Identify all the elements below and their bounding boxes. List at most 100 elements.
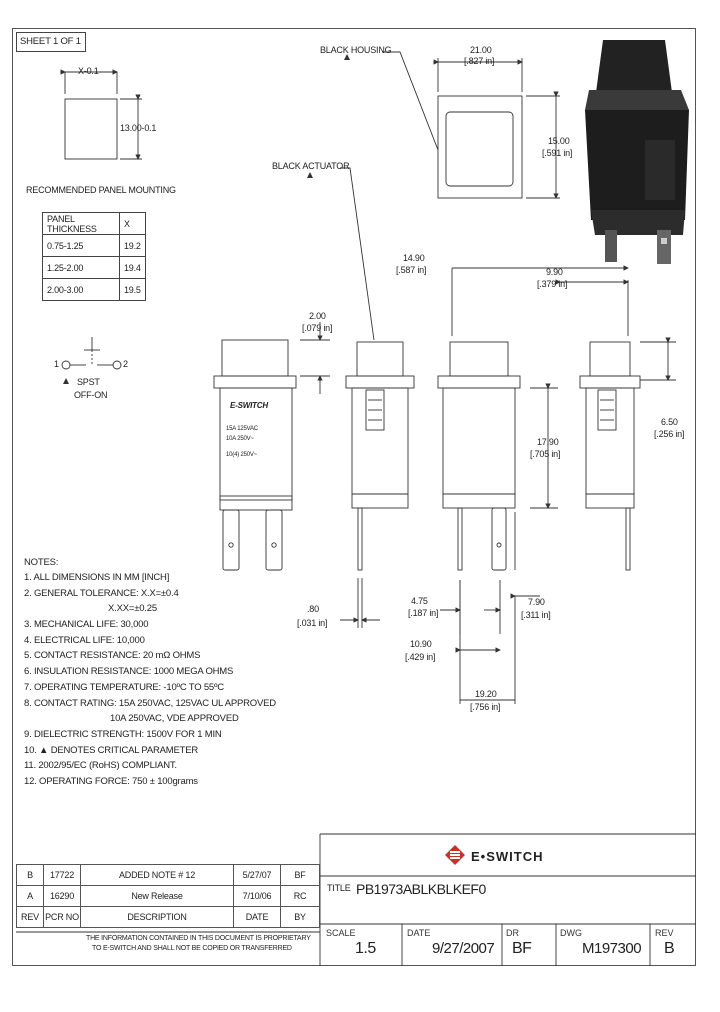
note-item: 11. 2002/95/EC (RoHS) COMPLIANT. (24, 760, 177, 772)
table-cell: 7/10/06 (233, 885, 281, 907)
body-line2: 10A 250V~ (226, 436, 254, 442)
dim-21-in: [.827 in] (464, 56, 495, 66)
scale-label: SCALE (326, 928, 356, 938)
dim-15-in: [.591 in] (542, 148, 573, 158)
drawing-title: PB1973ABLKBLKEF0 (356, 881, 486, 897)
note-item: 12. OPERATING FORCE: 750 ± 100grams (24, 775, 198, 787)
table-cell: 17722 (43, 864, 81, 886)
dwg-value: M197300 (582, 940, 642, 957)
table-row: REV PCR NO DESCRIPTION DATE BY (16, 906, 320, 928)
dim-1920-in: [.756 in] (470, 702, 501, 712)
table-row: 2.00-3.00 19.5 (42, 278, 146, 301)
cutout-width-label: X-0.1 (78, 66, 99, 76)
body-line3: 10(4) 250V~ (226, 452, 257, 458)
table-header: DESCRIPTION (80, 906, 234, 928)
table-row: 0.75-1.25 19.2 (42, 234, 146, 257)
note-item: 6. INSULATION RESISTANCE: 1000 MEGA OHMS (24, 666, 234, 678)
title-label: TITLE (327, 883, 351, 893)
schematic-action: OFF-ON (74, 390, 108, 400)
note-item: 5. CONTACT RESISTANCE: 20 mΩ OHMS (24, 650, 201, 662)
callout-housing: BLACK HOUSING (320, 45, 392, 55)
dim-650-mm: 6.50 (661, 417, 678, 427)
date-label: DATE (407, 928, 431, 938)
body-brand: E-SWITCH (230, 401, 268, 410)
table-cell: 2.00-3.00 (42, 278, 120, 301)
drawing-frame (12, 28, 696, 966)
note-item: 9. DIELECTRIC STRENGTH: 1500V FOR 1 MIN (24, 728, 222, 740)
dim-1920-mm: 19.20 (475, 689, 497, 699)
dim-990-in: [.379 in] (537, 279, 568, 289)
table-header: REV (16, 906, 44, 928)
eswitch-logo (445, 845, 465, 865)
dim-790-in: [.311 in] (521, 610, 551, 620)
dim-15-mm: 15.00 (548, 136, 570, 146)
callout-actuator: BLACK ACTUATOR (272, 161, 350, 171)
table-cell: ADDED NOTE # 12 (80, 864, 234, 886)
sheet-label: SHEET 1 OF 1 (20, 36, 81, 47)
dim-80-mm: .80 (307, 604, 319, 614)
switch-photo (585, 40, 689, 264)
scale-value: 1.5 (355, 940, 376, 957)
schematic-pin1: 1 (54, 359, 59, 369)
date-value: 9/27/2007 (432, 940, 495, 957)
table-cell: RC (280, 885, 320, 907)
table-cell: 0.75-1.25 (42, 234, 120, 257)
note-item: X.XX=±0.25 (108, 603, 157, 615)
table-cell: 1.25-2.00 (42, 256, 120, 279)
revision-table: B 17722 ADDED NOTE # 12 5/27/07 BF A 162… (16, 864, 320, 928)
schematic-type: SPST (77, 377, 100, 387)
table-cell: 16290 (43, 885, 81, 907)
table-cell: New Release (80, 885, 234, 907)
dim-475-in: [.187 in] (408, 608, 439, 618)
front-view-housing (437, 95, 523, 199)
table-header: X (119, 212, 146, 235)
table-cell: 5/27/07 (233, 864, 281, 886)
dim-1090-in: [.429 in] (405, 652, 436, 662)
table-cell: 19.5 (119, 278, 146, 301)
notes-title: NOTES: (24, 557, 59, 568)
table-row: PANEL THICKNESS X (42, 212, 146, 235)
panel-cutout (64, 98, 118, 160)
title-block-brand: E•SWITCH (471, 849, 544, 864)
dim-650-in: [.256 in] (654, 429, 685, 439)
dr-label: DR (506, 928, 519, 938)
note-item: 1. ALL DIMENSIONS IN MM [INCH] (24, 572, 170, 583)
table-row: 1.25-2.00 19.4 (42, 256, 146, 279)
sheet-label-box (16, 32, 86, 52)
note-item: 10. ▲ DENOTES CRITICAL PARAMETER (24, 744, 199, 756)
note-item: 2. GENERAL TOLERANCE: X.X=±0.4 (24, 587, 179, 599)
disclaimer-line1: THE INFORMATION CONTAINED IN THIS DOCUME… (86, 935, 311, 942)
dim-2-mm: 2.00 (309, 311, 326, 321)
dim-790-mm: 7.90 (528, 597, 545, 607)
note-item: 7. OPERATING TEMPERATURE: -10ºC TO 55ºC (24, 681, 224, 693)
panel-mounting-table: PANEL THICKNESS X 0.75-1.25 19.2 1.25-2.… (42, 212, 146, 301)
table-cell: 19.2 (119, 234, 146, 257)
notes-list: 1. ALL DIMENSIONS IN MM [INCH] 2. GENERA… (24, 572, 276, 792)
dim-1790-in: [.705 in] (530, 449, 561, 459)
rev-label: REV (655, 928, 674, 938)
dim-1790-mm: 17.90 (537, 437, 559, 447)
dim-21-mm: 21.00 (470, 45, 492, 55)
table-cell: 19.4 (119, 256, 146, 279)
table-header: DATE (233, 906, 281, 928)
dim-1490-in: [.587 in] (396, 265, 427, 275)
body-line1: 15A 125VAC (226, 426, 258, 432)
table-row: B 17722 ADDED NOTE # 12 5/27/07 BF (16, 864, 320, 886)
dim-1490-mm: 14.90 (403, 253, 425, 263)
dim-2-in: [.079 in] (302, 323, 333, 333)
disclaimer-line2: TO E-SWITCH AND SHALL NOT BE COPIED OR T… (92, 945, 292, 952)
table-cell: B (16, 864, 44, 886)
dim-80-in: [.031 in] (297, 618, 328, 628)
table-row: A 16290 New Release 7/10/06 RC (16, 885, 320, 907)
dwg-label: DWG (560, 928, 582, 938)
cutout-height-label: 13.00-0.1 (120, 123, 157, 133)
dim-475-mm: 4.75 (411, 596, 428, 606)
note-item: 4. ELECTRICAL LIFE: 10,000 (24, 634, 145, 646)
table-cell: A (16, 885, 44, 907)
panel-table-title: RECOMMENDED PANEL MOUNTING (26, 185, 176, 195)
dim-990-mm: 9.90 (546, 267, 563, 277)
note-item: 10A 250VAC, VDE APPROVED (110, 713, 239, 725)
note-item: 3. MECHANICAL LIFE: 30,000 (24, 619, 149, 631)
